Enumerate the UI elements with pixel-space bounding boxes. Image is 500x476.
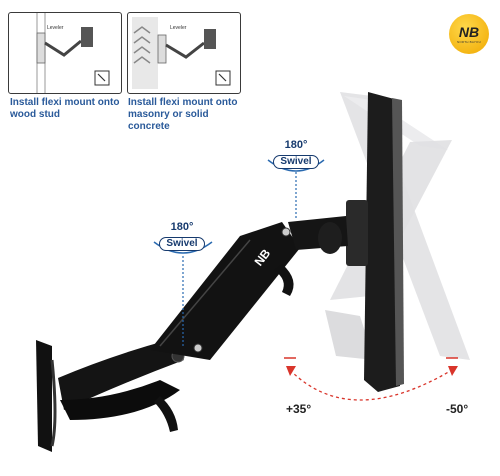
brand-logo-text: NB xyxy=(458,23,480,40)
swivel-mid-degrees: 180° xyxy=(170,221,194,233)
masonry-install-illustration: Leveler xyxy=(132,17,231,89)
install-panel-masonry: Leveler xyxy=(127,12,241,94)
upper-arm xyxy=(150,222,300,360)
swivel-top-degrees: 180° xyxy=(284,139,308,151)
monitor-edge xyxy=(392,98,404,386)
lower-arm xyxy=(58,340,184,410)
tilt-positive-label: +35° xyxy=(286,402,312,416)
tilt-arc-arrow xyxy=(289,369,453,401)
wood-install-illustration: Leveler xyxy=(36,13,110,93)
vesa-plate xyxy=(346,200,368,266)
wall-plate xyxy=(36,340,52,452)
install-panel-wood: Leveler xyxy=(8,12,122,94)
wood-leveler-label: Leveler xyxy=(47,25,64,31)
swivel-label-mid: 180° Swivel xyxy=(152,221,212,251)
swivel-mid-text: Swivel xyxy=(159,237,205,251)
swivel-label-top: 180° Swivel xyxy=(266,139,326,169)
monitor-main xyxy=(364,92,400,392)
swivel-top-text: Swivel xyxy=(273,155,319,169)
tilt-negative-label: -50° xyxy=(446,402,469,416)
caption-wood: Install flexi mount onto wood stud xyxy=(10,97,120,120)
masonry-leveler-label: Leveler xyxy=(170,25,187,31)
monitor-ghost-bottom xyxy=(325,310,374,360)
brand-logo: NB NORTH BAYOU xyxy=(449,14,489,54)
brand-logo-subtitle: NORTH BAYOU xyxy=(457,39,481,44)
caption-masonry: Install flexi mount onto masonry or soli… xyxy=(128,97,238,132)
